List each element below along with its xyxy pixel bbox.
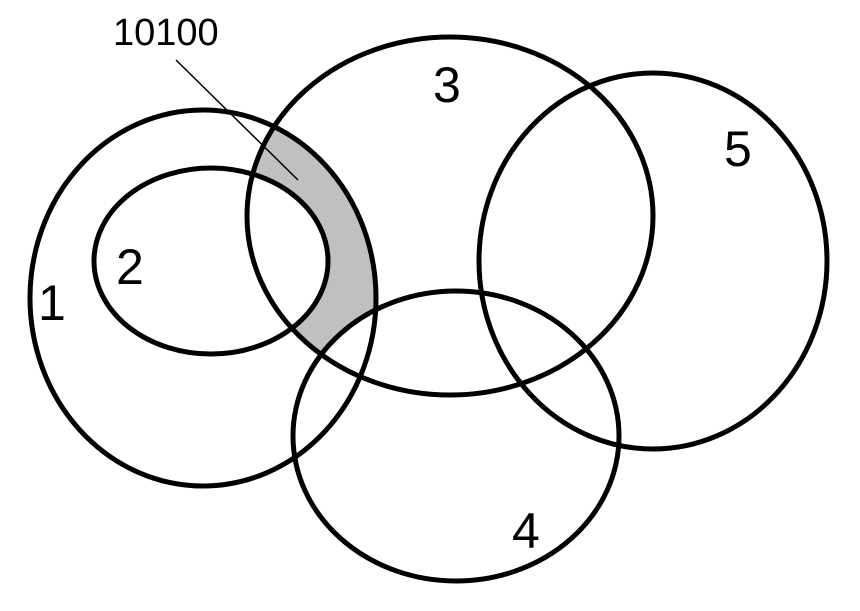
set-5-circle	[476, 70, 830, 452]
set-1-circle	[27, 107, 379, 489]
region-leader-line	[175, 59, 299, 181]
region-label: 10100	[113, 12, 219, 54]
set-2-label: 2	[116, 239, 144, 295]
set-2-circle	[91, 165, 331, 357]
set-3-label: 3	[433, 57, 461, 113]
set-4-circle	[290, 288, 622, 584]
set-3-circle	[244, 34, 656, 398]
set-4-label: 4	[512, 503, 540, 559]
set-1-label: 1	[38, 275, 66, 331]
set-5-label: 5	[724, 121, 752, 177]
